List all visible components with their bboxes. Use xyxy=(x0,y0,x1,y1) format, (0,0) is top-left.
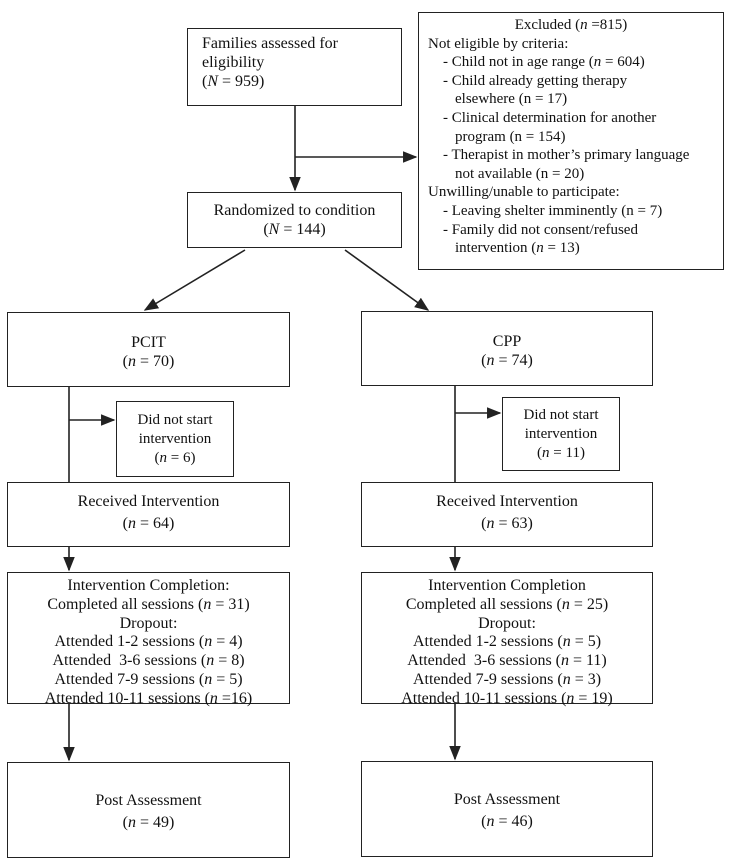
cpp-received-count: (n = 63) xyxy=(481,515,533,532)
cpp-not-start-line1: Did not start xyxy=(523,407,599,423)
cpp-received-title: Received Intervention xyxy=(436,493,578,510)
pcit-not-start-line1: Did not start xyxy=(137,412,213,428)
excluded-consent-line1: - Family did not consent/refused xyxy=(443,221,638,238)
not-eligible-header: Not eligible by criteria: xyxy=(428,35,569,52)
cpp-attended-1-2: Attended 1-2 sessions (n = 5) xyxy=(412,633,602,651)
cpp-attended-3-6: Attended 3-6 sessions (n = 11) xyxy=(407,652,607,670)
arrow-randomized-to-pcit xyxy=(143,249,246,311)
cpp-not-start-line2: intervention xyxy=(524,426,598,442)
cpp-not-start-box: Did not start intervention (n = 11) xyxy=(502,397,620,471)
excluded-clinical-line1: - Clinical determination for another xyxy=(443,109,657,126)
pcit-attended-1-2: Attended 1-2 sessions (n = 4) xyxy=(54,633,243,651)
excluded-clinical-line2: program (n = 154) xyxy=(455,128,566,145)
randomized-box: Randomized to condition (N = 144) xyxy=(187,192,402,248)
assessed-line1: Families assessed for xyxy=(202,35,338,52)
cpp-post-box: Post Assessment (n = 46) xyxy=(361,761,653,857)
pcit-title: PCIT xyxy=(131,334,166,351)
excluded-therapy-line2: elsewhere (n = 17) xyxy=(455,91,568,108)
pcit-not-start-line2: intervention xyxy=(138,431,212,447)
pcit-completion-box: Intervention Completion: Completed all s… xyxy=(7,572,290,707)
pcit-received-title: Received Intervention xyxy=(77,493,220,510)
pcit-completion-header: Intervention Completion: xyxy=(67,577,230,594)
arrow-randomized-to-cpp xyxy=(344,249,430,311)
cpp-attended-10-11: Attended 10-11 sessions (n = 19) xyxy=(401,689,613,707)
cpp-post-title: Post Assessment xyxy=(453,791,561,808)
pcit-not-start-box: Did not start intervention (n = 6) xyxy=(116,401,234,477)
cpp-completion-box: Intervention Completion Completed all se… xyxy=(361,572,653,707)
pcit-received-box: Received Intervention (n = 64) xyxy=(7,482,290,547)
pcit-dropout-header: Dropout: xyxy=(119,614,178,632)
cpp-post-count: (n = 46) xyxy=(481,813,533,830)
excluded-therapy-line1: - Child already getting therapy xyxy=(443,72,628,89)
excluded-shelter: - Leaving shelter imminently (n = 7) xyxy=(443,202,663,219)
pcit-attended-10-11: Attended 10-11 sessions (n =16) xyxy=(44,689,253,707)
cpp-completed-all: Completed all sessions (n = 25) xyxy=(405,595,609,613)
cpp-attended-7-9: Attended 7-9 sessions (n = 3) xyxy=(412,670,602,688)
cpp-not-start-count: (n = 11) xyxy=(537,445,585,461)
excluded-box: Excluded (n =815) Not eligible by criter… xyxy=(418,12,724,270)
cpp-box: CPP (n = 74) xyxy=(361,311,653,386)
pcit-not-start-count: (n = 6) xyxy=(154,450,196,466)
randomized-title: Randomized to condition xyxy=(213,202,376,219)
pcit-completed-all: Completed all sessions (n = 31) xyxy=(47,595,250,613)
cpp-received-box: Received Intervention (n = 63) xyxy=(361,482,653,547)
excluded-title: Excluded (n =815) xyxy=(514,17,628,33)
pcit-post-box: Post Assessment (n = 49) xyxy=(7,762,290,858)
pcit-received-count: (n = 64) xyxy=(122,515,175,532)
unwilling-header: Unwilling/unable to participate: xyxy=(428,184,620,201)
assessed-box: Families assessed for eligibility (N = 9… xyxy=(187,28,402,106)
assessed-count: (N = 959) xyxy=(202,73,265,90)
pcit-post-title: Post Assessment xyxy=(95,792,202,809)
excluded-language-line2: not available (n = 20) xyxy=(455,165,585,182)
cpp-completion-header: Intervention Completion xyxy=(428,577,586,594)
randomized-count: (N = 144) xyxy=(263,221,326,238)
excluded-language-line1: - Therapist in mother’s primary language xyxy=(443,147,690,164)
pcit-post-count: (n = 49) xyxy=(122,814,175,831)
excluded-consent-line2: intervention (n = 13) xyxy=(455,240,580,257)
pcit-box: PCIT (n = 70) xyxy=(7,312,290,387)
cpp-count: (n = 74) xyxy=(481,352,533,369)
excluded-age: - Child not in age range (n = 604) xyxy=(443,54,645,71)
assessed-line2: eligibility xyxy=(202,54,265,71)
pcit-count: (n = 70) xyxy=(122,353,175,370)
cpp-title: CPP xyxy=(492,333,522,350)
pcit-attended-3-6: Attended 3-6 sessions (n = 8) xyxy=(52,652,245,670)
cpp-dropout-header: Dropout: xyxy=(478,614,536,632)
pcit-attended-7-9: Attended 7-9 sessions (n = 5) xyxy=(54,670,243,688)
